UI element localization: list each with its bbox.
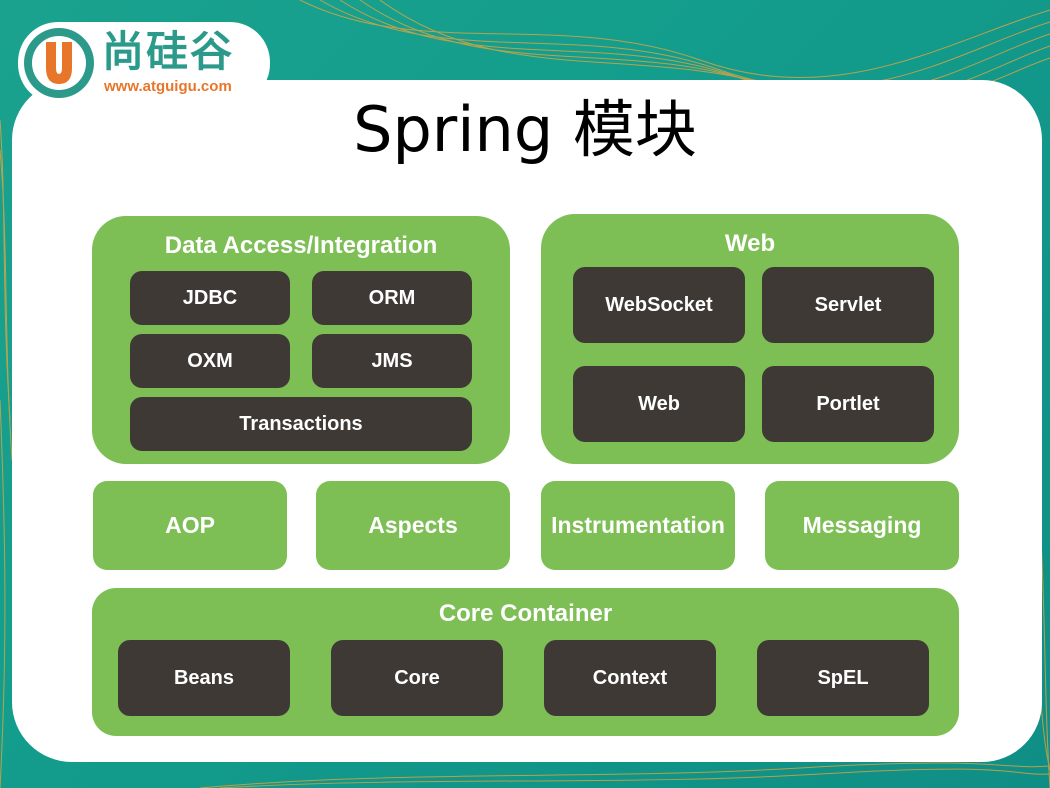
core-container-group: Core Container Beans Core Context SpEL [92,588,959,736]
brand-logo: 尚硅谷 www.atguigu.com [18,22,270,104]
module-jdbc: JDBC [130,271,290,325]
web-title: Web [724,230,776,257]
module-aop: AOP [93,481,287,570]
core-container-title: Core Container [438,600,613,627]
module-core: Core [331,640,503,716]
module-jms: JMS [312,334,472,388]
data-access-title: Data Access/Integration [164,232,438,259]
slide-title: Spring 模块 [353,93,697,166]
module-portlet: Portlet [762,366,934,442]
web-group: Web WebSocket Servlet Web Portlet [541,214,959,464]
module-beans: Beans [118,640,290,716]
module-context: Context [544,640,716,716]
module-messaging: Messaging [765,481,959,570]
logo-badge-icon [24,28,94,98]
module-instrumentation: Instrumentation [541,481,735,570]
module-orm: ORM [312,271,472,325]
logo-name: 尚硅谷 [102,27,235,76]
module-servlet: Servlet [762,267,934,343]
logo-url: www.atguigu.com [104,78,232,95]
data-access-group: Data Access/Integration JDBC ORM OXM JMS… [92,216,510,464]
module-oxm: OXM [130,334,290,388]
module-transactions: Transactions [130,397,472,451]
module-web: Web [573,366,745,442]
module-spel: SpEL [757,640,929,716]
module-websocket: WebSocket [573,267,745,343]
module-aspects: Aspects [316,481,510,570]
